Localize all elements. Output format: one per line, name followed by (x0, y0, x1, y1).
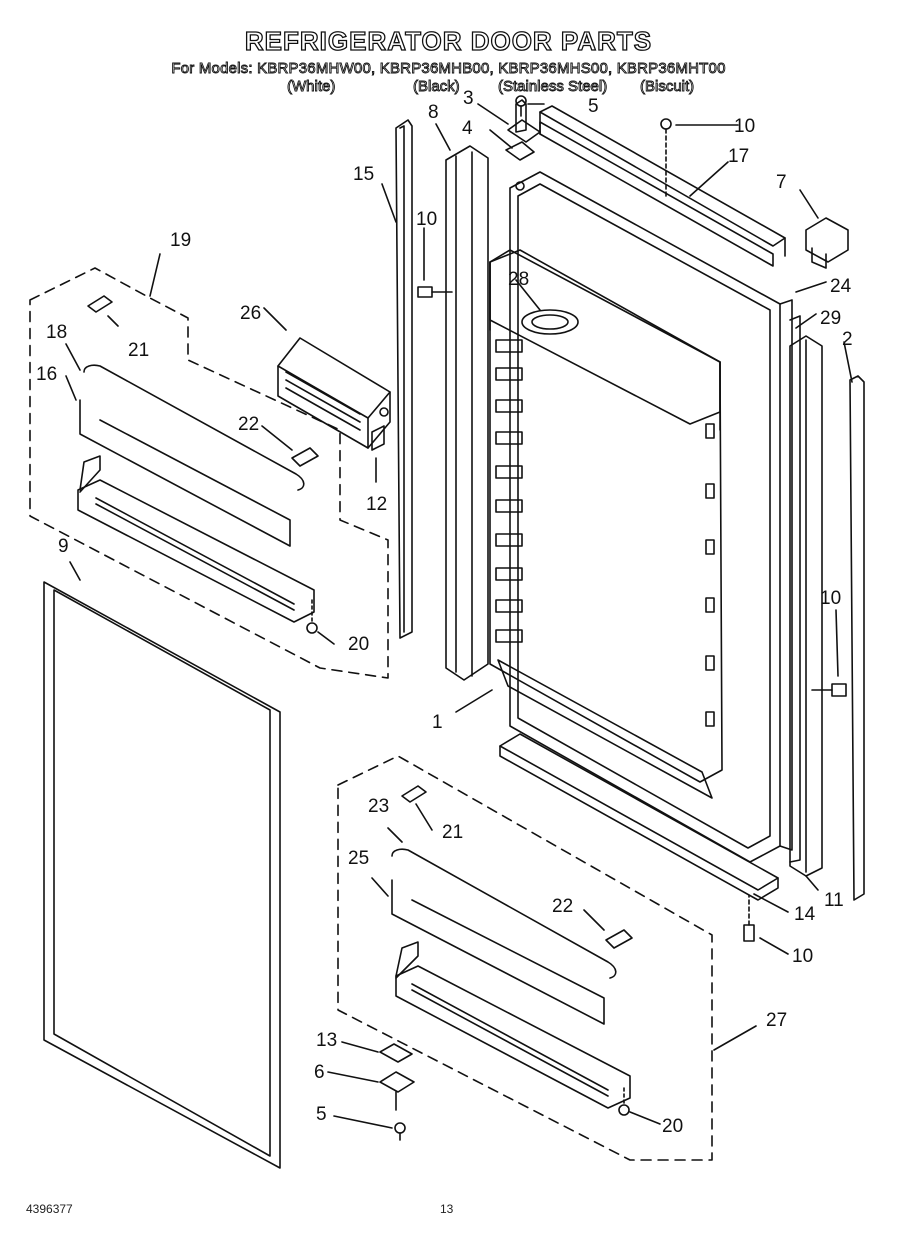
callout-19: 19 (170, 230, 191, 251)
callout-20-upper: 20 (348, 634, 369, 655)
lower-shelf-assembly-outline (337, 755, 713, 1161)
callout-13: 13 (316, 1030, 337, 1051)
doc-number: 4396377 (26, 1202, 73, 1216)
callout-28: 28 (508, 269, 529, 290)
shelf-front-upper (79, 399, 291, 547)
callout-12: 12 (366, 494, 387, 515)
callout-22-lower: 22 (552, 896, 573, 917)
callout-20-lower: 20 (662, 1116, 683, 1137)
shelf-clip-upper-21 (87, 295, 113, 313)
callout-labels: 3 5 4 8 10 17 7 15 10 19 28 24 26 29 18 … (36, 88, 853, 1137)
wire-connector (805, 217, 849, 269)
callout-10-right: 10 (820, 588, 841, 609)
callout-5-top: 5 (588, 96, 599, 117)
shelf-bar-lower (391, 848, 617, 979)
screw-left (417, 286, 453, 298)
right-edge-strip (849, 375, 865, 901)
callout-8: 8 (428, 102, 439, 123)
callout-10-left: 10 (416, 209, 437, 230)
callout-16: 16 (36, 364, 57, 385)
upper-shelf-assembly-outline (29, 267, 389, 679)
callout-21-upper: 21 (128, 340, 149, 361)
door-panel (489, 171, 781, 863)
door-compartment (489, 249, 721, 425)
page-number: 13 (440, 1202, 454, 1216)
callout-17: 17 (728, 146, 749, 167)
right-retainer-ribs (705, 423, 715, 727)
callout-26: 26 (240, 303, 261, 324)
callout-24: 24 (830, 276, 852, 297)
hinge-strip (395, 119, 413, 639)
screw-right (811, 683, 847, 697)
screw-bottom (743, 894, 755, 942)
bottom-trim (499, 733, 779, 901)
shelf-clip-lower-21 (401, 785, 427, 803)
variant-biscuit: (Biscuit) (640, 78, 695, 96)
callout-11: 11 (824, 890, 844, 911)
callout-1: 1 (432, 712, 443, 733)
top-trim (539, 105, 786, 267)
page-title: REFRIGERATOR DOOR PARTS (244, 25, 653, 56)
shelf-bar-upper (83, 364, 305, 491)
variant-stainless-steel: (Stainless Steel) (498, 78, 608, 96)
screw-lower-shelf (618, 1087, 630, 1116)
leader-lines (65, 103, 853, 1129)
shelf-retainer-ribs (495, 339, 523, 643)
door-liner (779, 299, 793, 851)
right-hinge-strip (789, 335, 823, 877)
screw-top-right (660, 118, 672, 197)
callout-4: 4 (462, 118, 473, 139)
callout-9: 9 (58, 536, 69, 557)
variant-white: (White) (287, 78, 336, 96)
callout-23: 23 (368, 796, 389, 817)
callout-14: 14 (794, 904, 816, 925)
callout-27: 27 (766, 1010, 787, 1031)
screw-bottom-hinge (394, 1122, 406, 1141)
shelf-clip-upper-22 (291, 447, 319, 467)
callout-25: 25 (348, 848, 369, 869)
callout-5-bottom: 5 (316, 1104, 327, 1125)
callout-29: 29 (820, 308, 841, 329)
shelf-front-lower (391, 879, 605, 1025)
models-line: For Models: KBRP36MHW00, KBRP36MHB00, KB… (171, 60, 726, 78)
callout-10-top: 10 (734, 116, 755, 137)
callout-2: 2 (842, 329, 853, 350)
callout-3: 3 (463, 88, 474, 109)
callout-18: 18 (46, 322, 67, 343)
screw-upper-shelf (306, 599, 318, 634)
dispenser-bracket (371, 425, 385, 451)
shelf-bin-upper (77, 455, 315, 623)
door-liner-seal (789, 315, 801, 863)
dispenser-housing (277, 337, 391, 449)
callout-10-bottom: 10 (792, 946, 813, 967)
callout-6: 6 (314, 1062, 325, 1083)
shelf-clip-lower-22 (605, 929, 633, 949)
callout-7: 7 (776, 172, 787, 193)
hinge-screw-top (515, 95, 527, 117)
door-side-trim (445, 145, 489, 681)
callout-22-upper: 22 (238, 414, 259, 435)
top-hinge (505, 99, 541, 191)
callout-21-lower: 21 (442, 822, 463, 843)
callout-15: 15 (353, 164, 374, 185)
shelf-bin-lower (395, 941, 631, 1109)
hinge-bracket-13 (379, 1043, 413, 1063)
variant-black: (Black) (413, 78, 461, 96)
door-gasket (43, 581, 281, 1169)
bottom-hinge-6 (379, 1071, 415, 1111)
butter-dispenser (521, 309, 579, 335)
